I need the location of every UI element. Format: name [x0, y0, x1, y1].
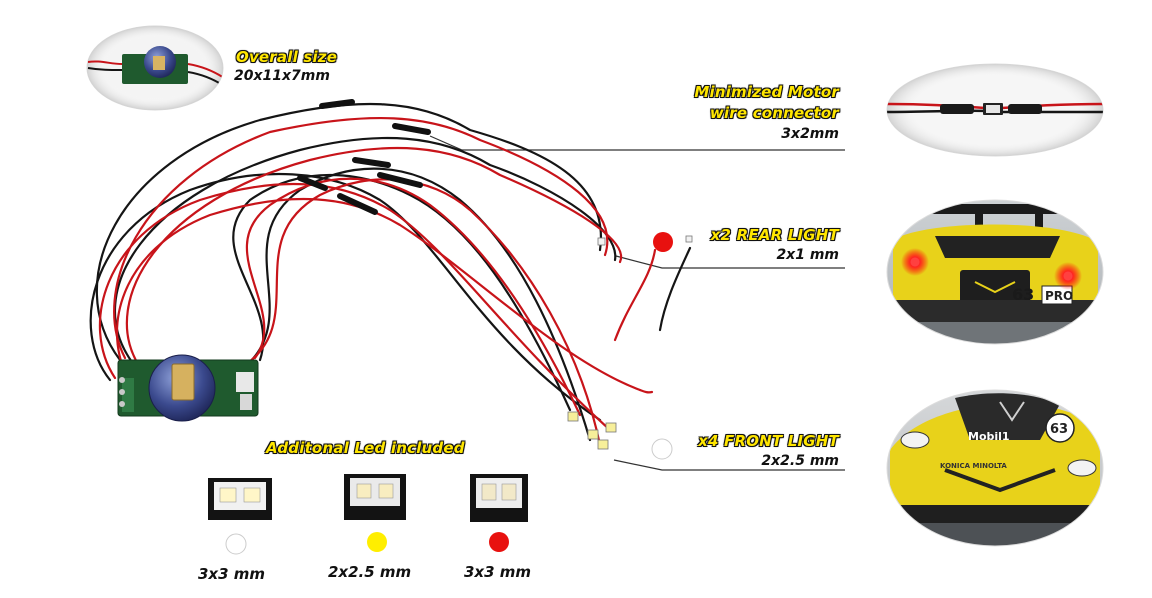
wiring-harness: [89, 99, 693, 450]
rear-light-size: 2x1 mm: [776, 247, 839, 263]
overall-size-value: 20x11x7mm: [234, 68, 330, 84]
additional-led-2: [344, 474, 406, 520]
connector-inset: [886, 63, 1104, 157]
front-car-sponsor: Mobil1: [968, 430, 1010, 443]
additional-led-1-size: 3x3 mm: [198, 565, 266, 583]
rear-car-inset: 63 PRO: [886, 199, 1104, 345]
control-board: [117, 354, 259, 422]
additional-led-2-color: [367, 532, 387, 552]
connector-title-line2: wire connector: [709, 104, 839, 122]
leader-lines: [429, 135, 845, 471]
additional-led-3-size: 3x3 mm: [464, 563, 532, 581]
rear-car-class: PRO: [1045, 289, 1073, 303]
rear-light-title: x2 REAR LIGHT: [710, 226, 839, 244]
connector-title-line1: Minimized Motor: [694, 83, 839, 101]
front-car-number: 63: [1050, 422, 1068, 437]
front-light-title: x4 FRONT LIGHT: [698, 432, 839, 450]
overall-size-title: Overall size: [236, 48, 338, 66]
front-light-size: 2x2.5 mm: [761, 453, 839, 469]
additional-led-2-size: 2x2.5 mm: [328, 563, 412, 581]
additional-led-title: Additonal Led included: [266, 439, 465, 457]
additional-led-1-color: [225, 533, 247, 555]
additional-led-3-color: [489, 532, 509, 552]
additional-led-3: [470, 474, 528, 522]
additional-led-1: [208, 478, 272, 520]
rear-led-dot: [653, 232, 673, 252]
front-car-sponsor2: KONICA MINOLTA: [940, 462, 1007, 470]
rear-car-number: 63: [1012, 285, 1034, 304]
front-led-dot: [651, 438, 673, 460]
front-car-inset: Mobil1 63 KONICA MINOLTA: [886, 389, 1104, 547]
connector-size: 3x2mm: [781, 126, 839, 142]
overall-size-inset: [86, 25, 224, 111]
